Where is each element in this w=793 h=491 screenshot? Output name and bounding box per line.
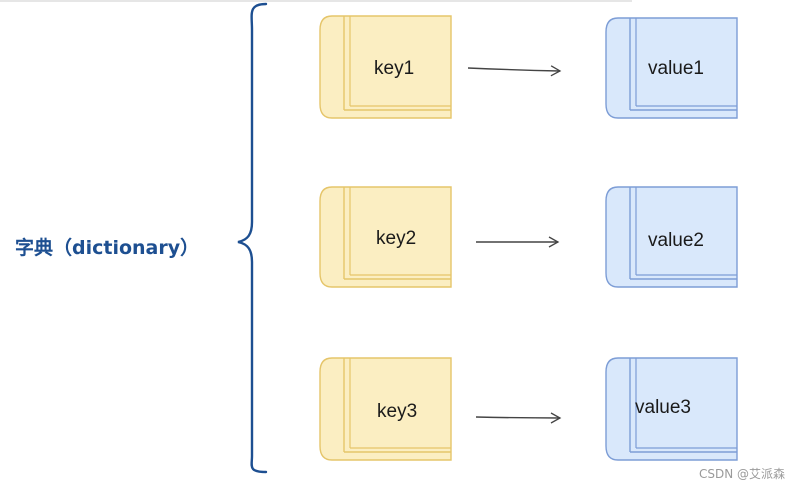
value-label-1: value1 — [648, 58, 704, 79]
key-book-2 — [319, 186, 452, 288]
value-book-1 — [605, 17, 738, 119]
top-border-strip — [0, 0, 632, 2]
key-label-3: key3 — [377, 401, 418, 422]
arrow-1 — [467, 65, 562, 77]
arrow-3 — [475, 412, 562, 424]
watermark: CSDN @艾派森 — [698, 467, 785, 481]
key-label-1: key1 — [374, 58, 415, 79]
value-book-2 — [605, 186, 738, 288]
key-book-3 — [319, 357, 452, 461]
key-book-1 — [319, 15, 452, 119]
value-label-3: value3 — [635, 397, 691, 418]
value-label-2: value2 — [648, 230, 704, 251]
key-label-2: key2 — [376, 228, 417, 249]
curly-brace — [237, 2, 268, 474]
value-book-3 — [605, 357, 738, 461]
dictionary-title: 字典（dictionary） — [15, 237, 200, 259]
